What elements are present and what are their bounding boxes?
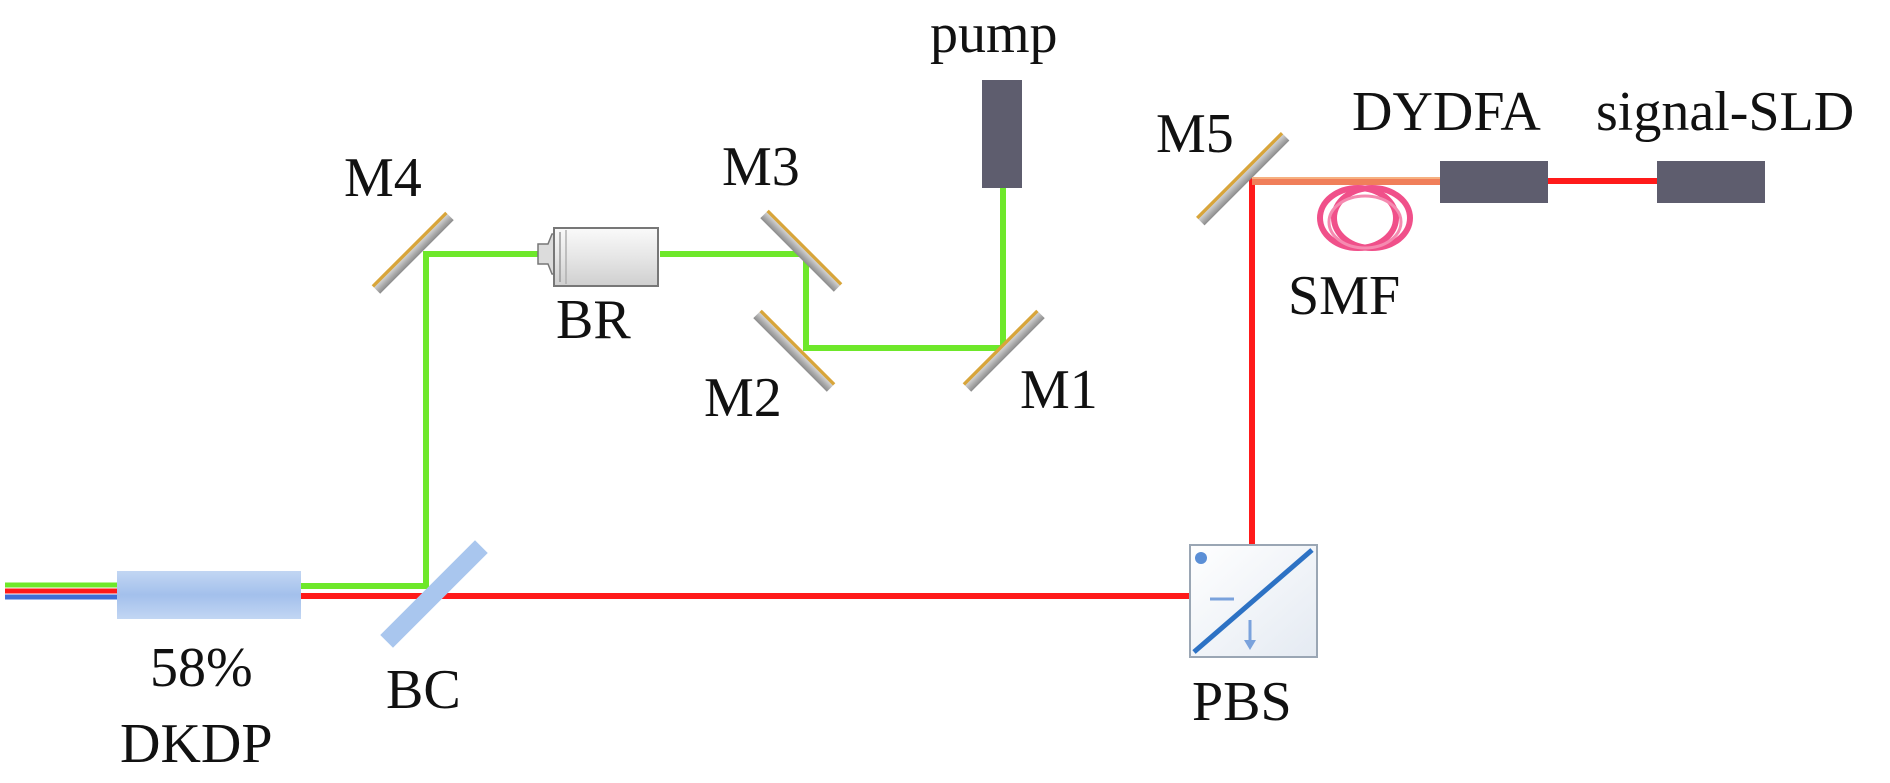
label-dkdp-line1: 58%	[150, 637, 253, 699]
signal-beam-path	[300, 178, 1657, 599]
pump-source	[982, 80, 1022, 188]
smf-fiber	[1252, 177, 1440, 251]
label-br: BR	[556, 289, 631, 351]
label-bc: BC	[386, 659, 461, 721]
dkdp-crystal	[117, 571, 301, 619]
label-dkdp-line2: DKDP	[120, 713, 272, 775]
mirror-m2	[753, 309, 836, 392]
label-m5: M5	[1156, 103, 1234, 165]
label-pbs: PBS	[1192, 671, 1292, 733]
mirror-m5	[1196, 132, 1290, 226]
pump-beam-path	[300, 185, 1006, 589]
label-m4: M4	[344, 147, 422, 209]
label-m1: M1	[1020, 359, 1098, 421]
label-pump: pump	[930, 3, 1058, 65]
input-beams	[5, 582, 120, 600]
label-signal-sld: signal-SLD	[1596, 81, 1854, 143]
label-m2: M2	[704, 367, 782, 429]
beam-combiner-bc	[380, 540, 488, 648]
mirror-m4	[371, 211, 454, 294]
label-smf: SMF	[1288, 265, 1400, 327]
mirror-m1	[962, 309, 1045, 392]
beam-reducer-br	[537, 227, 659, 287]
mirror-m3	[760, 209, 843, 292]
dydfa-amplifier	[1440, 161, 1548, 203]
label-m3: M3	[722, 136, 800, 198]
label-dydfa: DYDFA	[1352, 81, 1541, 143]
signal-sld-source	[1657, 161, 1765, 203]
pbs-cube	[1189, 544, 1318, 658]
